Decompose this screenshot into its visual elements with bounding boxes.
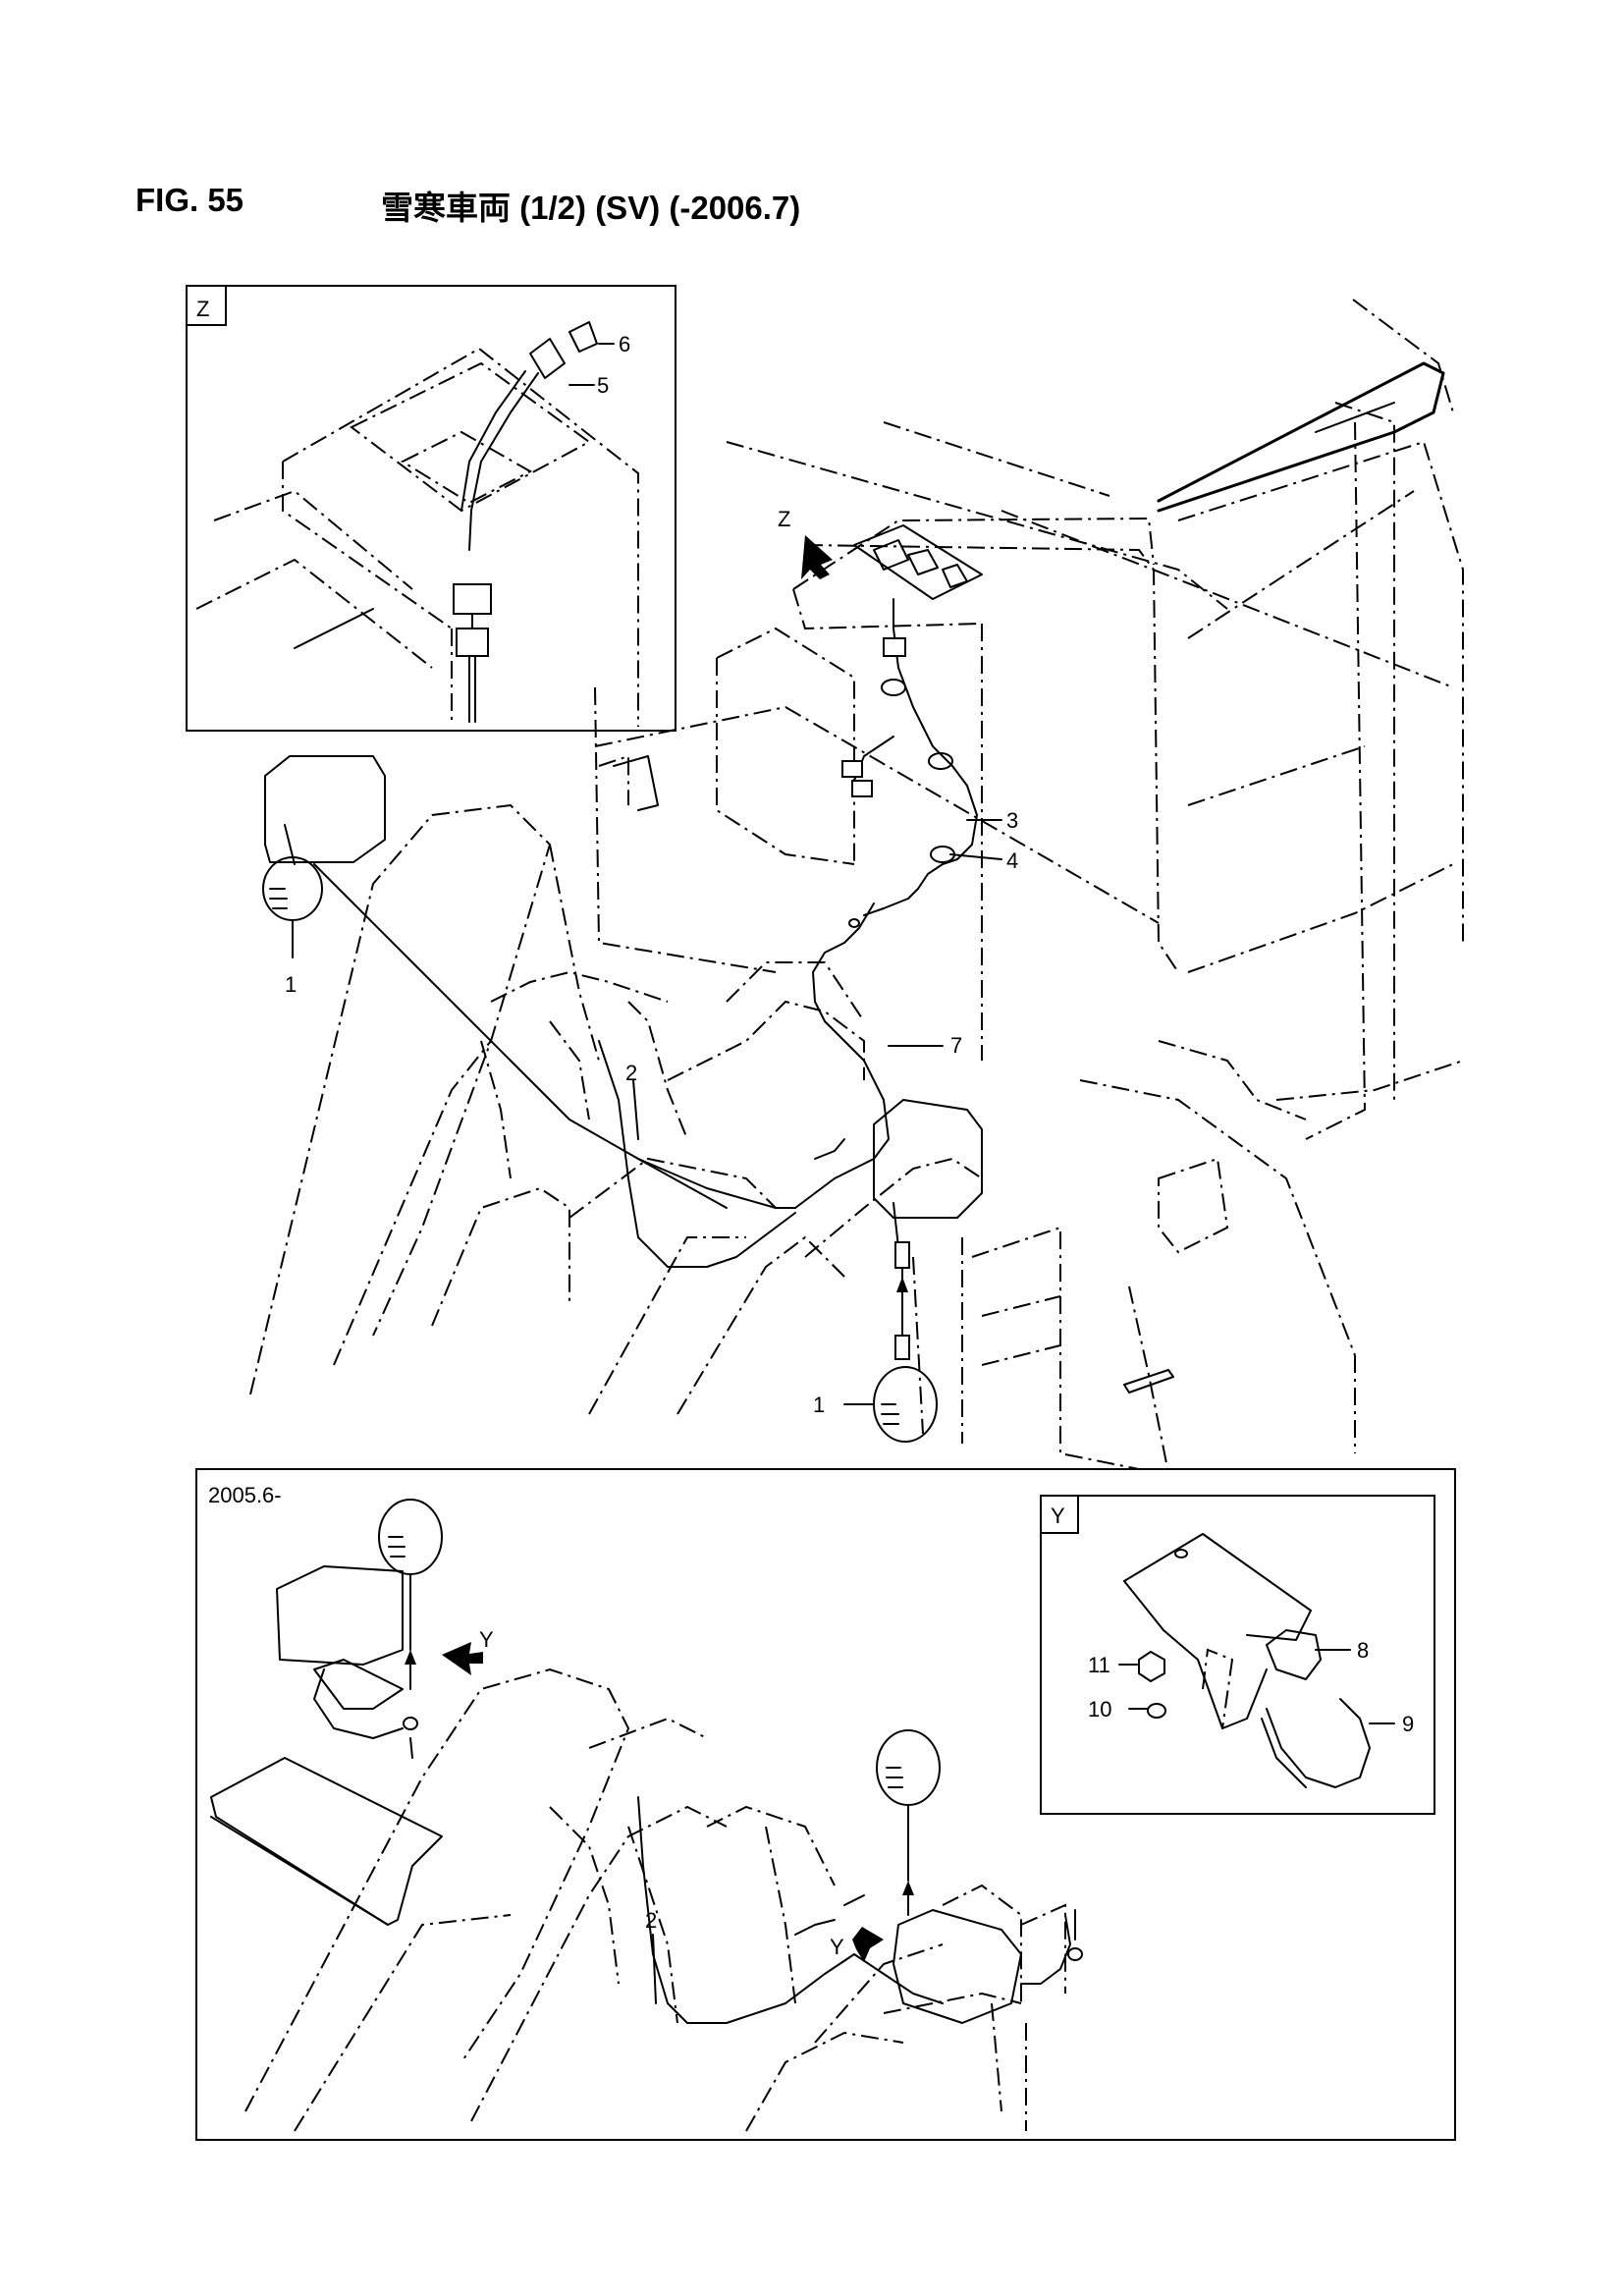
detail-z-tag: Z — [196, 297, 209, 321]
main-view: Z 3 4 7 1 — [249, 299, 1464, 1474]
callout-1-lower: 1 — [813, 1393, 825, 1417]
lower-panel: 2005.6- Y 8 9 10 11 Y — [195, 1468, 1456, 2141]
date-label: 2005.6- — [208, 1483, 282, 1507]
callout-1-upper: 1 — [285, 972, 297, 997]
detail-z-tag-box — [186, 285, 227, 326]
detail-z-frame — [186, 285, 676, 732]
callout-11: 11 — [1088, 1653, 1110, 1677]
callout-2-upper: 2 — [625, 1061, 637, 1085]
callout-3: 3 — [1006, 808, 1018, 833]
callout-6: 6 — [619, 332, 630, 356]
callout-9: 9 — [1402, 1712, 1414, 1736]
callout-7: 7 — [950, 1033, 962, 1058]
figure-number: FIG. 55 — [135, 182, 244, 218]
z-view-arrow — [801, 535, 833, 579]
detail-y-tag-box — [1040, 1495, 1079, 1534]
y-arrow-label-lower: Y — [830, 1935, 844, 1959]
y-arrow-label-upper: Y — [479, 1627, 494, 1652]
callout-4: 4 — [1006, 848, 1018, 873]
figure-title: 雪寒車両 (1/2) (SV) (-2006.7) — [381, 190, 801, 226]
callout-5: 5 — [597, 373, 609, 398]
detail-z-panel: Z 6 5 — [186, 285, 676, 732]
callout-8: 8 — [1357, 1638, 1369, 1663]
callout-2-lower: 2 — [645, 1908, 657, 1933]
detail-y-tag: Y — [1051, 1503, 1065, 1528]
callout-10: 10 — [1088, 1697, 1111, 1722]
z-arrow-label: Z — [778, 507, 790, 531]
detail-y-frame — [1040, 1495, 1435, 1815]
